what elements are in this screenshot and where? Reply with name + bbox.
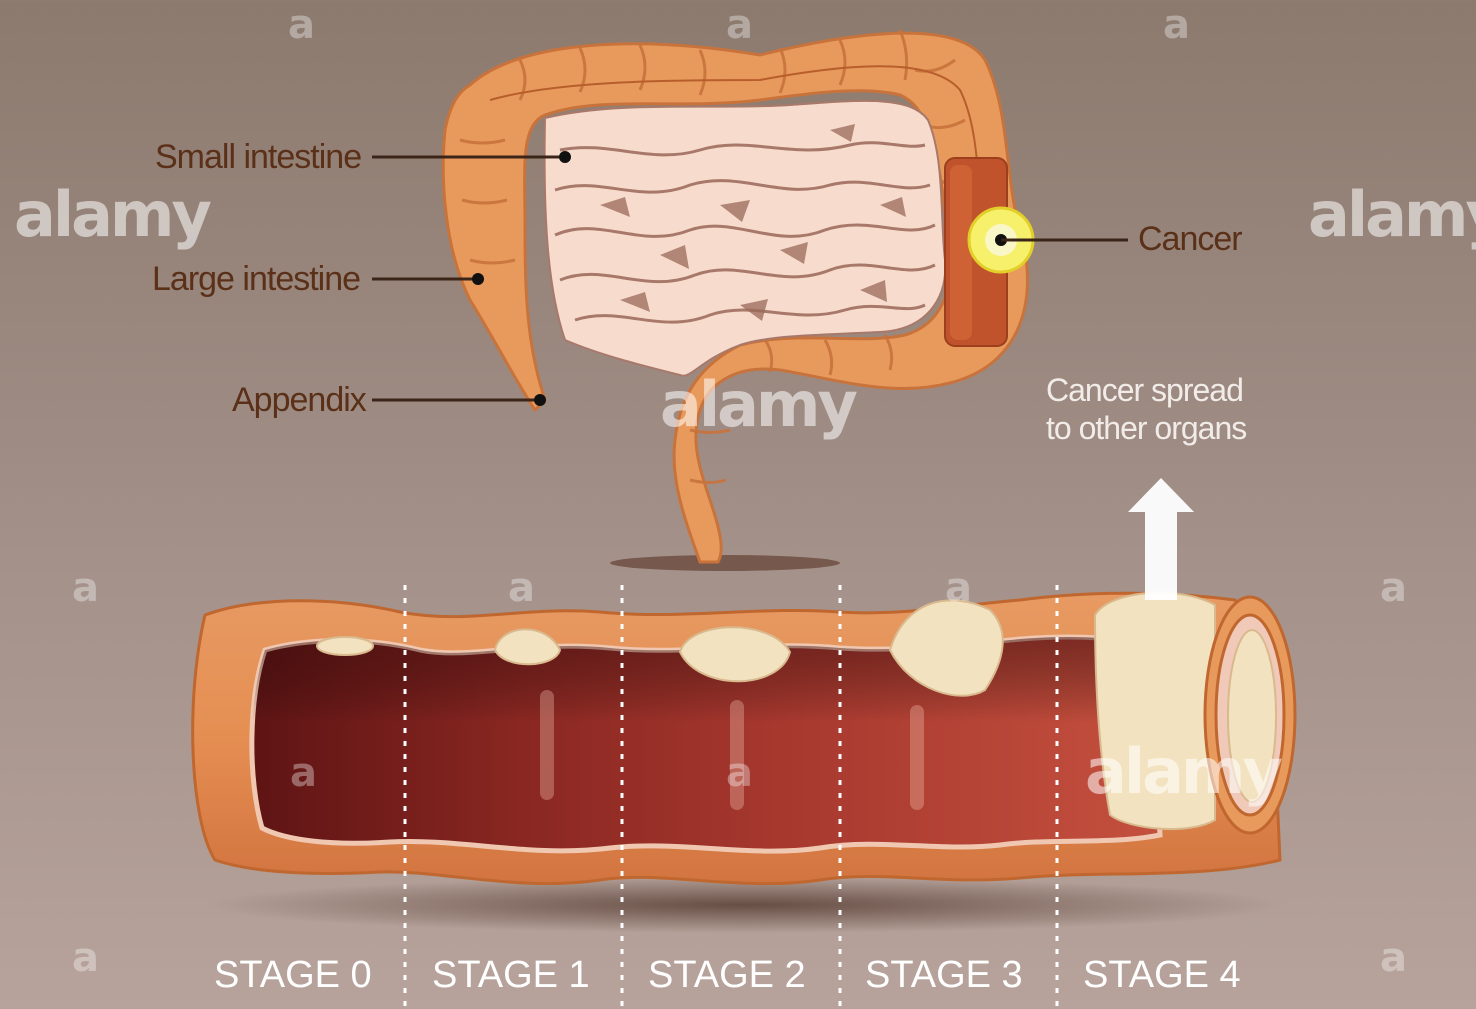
label-cancer-spread-line1: Cancer spread (1046, 372, 1243, 409)
watermark-mark: a (726, 750, 753, 796)
stage-label-2: STAGE 2 (648, 954, 806, 997)
watermark-mark: a (945, 565, 972, 611)
stage-label-4: STAGE 4 (1083, 954, 1241, 997)
watermark-alamy-right: alamy (1308, 178, 1476, 251)
label-cancer-spread-line2: to other organs (1046, 410, 1246, 447)
watermark-alamy-left: alamy (14, 178, 209, 251)
watermark-mark: a (72, 935, 99, 981)
watermark-mark: a (290, 750, 317, 796)
label-appendix: Appendix (232, 381, 366, 420)
watermark-mark: a (1380, 565, 1407, 611)
watermark-mark: a (72, 565, 99, 611)
watermark-mark: a (1163, 2, 1190, 48)
shadow-bottom (205, 877, 1285, 933)
watermark-alamy-center: alamy (660, 368, 855, 441)
watermark-mark: a (508, 565, 535, 611)
stage-label-3: STAGE 3 (865, 954, 1023, 997)
shadow-top (610, 555, 840, 571)
label-cancer: Cancer (1138, 220, 1242, 259)
spread-arrow-icon (1128, 478, 1194, 600)
watermark-mark: a (288, 2, 315, 48)
watermark-alamy-bottom: alamy (1085, 735, 1280, 808)
tumor-stage-0 (317, 637, 373, 655)
label-large-intestine: Large intestine (152, 260, 360, 299)
label-small-intestine: Small intestine (155, 138, 361, 177)
stage-label-0: STAGE 0 (214, 954, 372, 997)
watermark-mark: a (726, 2, 753, 48)
stage-label-1: STAGE 1 (432, 954, 590, 997)
watermark-mark: a (1380, 935, 1407, 981)
small-intestine-shape (545, 101, 946, 376)
